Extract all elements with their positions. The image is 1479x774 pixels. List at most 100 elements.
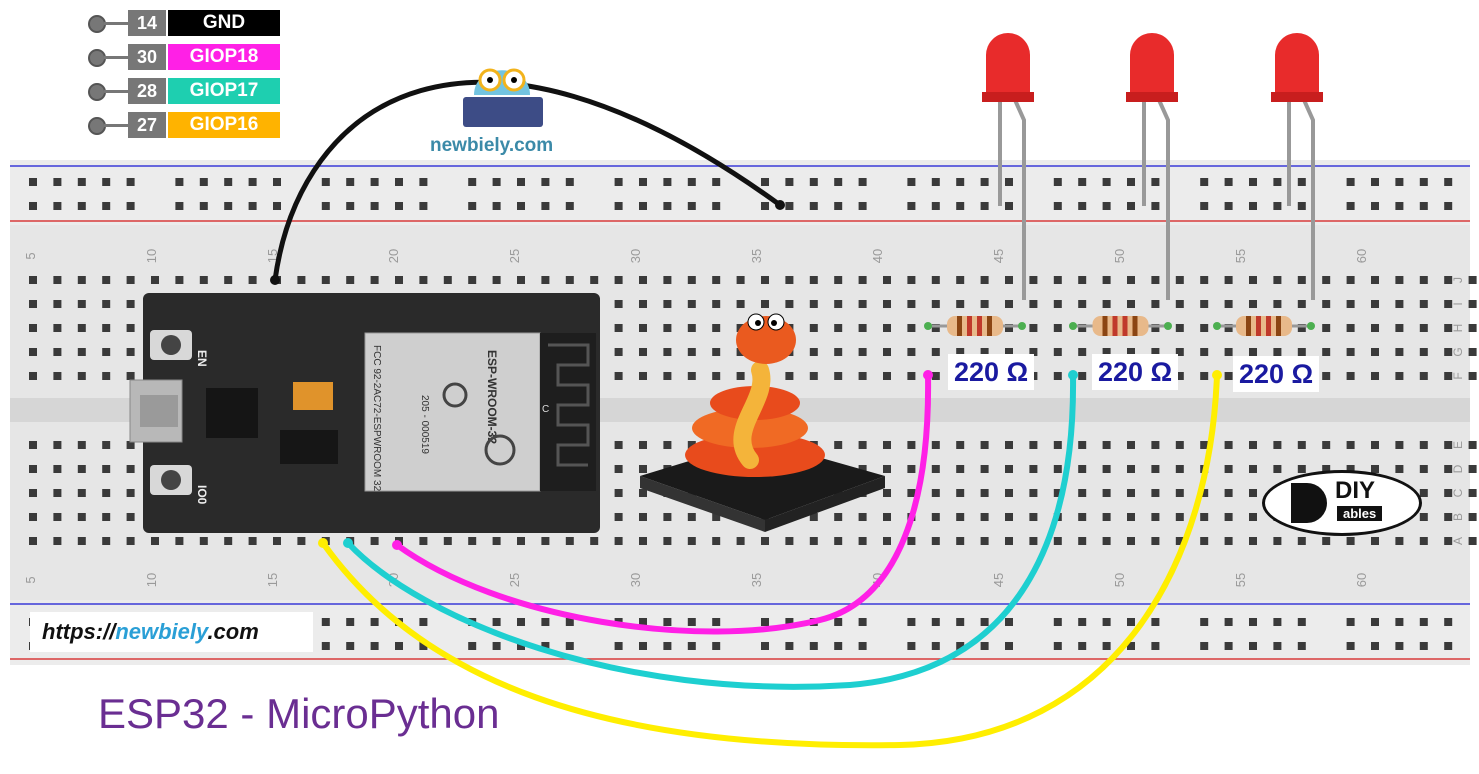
url-brand: newbiely <box>115 619 208 644</box>
ables-text: ables <box>1337 506 1383 521</box>
rail-hole <box>395 178 403 186</box>
wire-end-16-a <box>318 538 328 548</box>
breadboard-hole <box>1175 300 1184 308</box>
breadboard-hole <box>53 441 62 449</box>
breadboard-hole <box>907 489 916 497</box>
resistor-band <box>1276 316 1281 336</box>
breadboard-hole <box>858 300 867 308</box>
breadboard-hole <box>663 276 672 284</box>
breadboard-hole <box>1151 513 1160 521</box>
wroom-label: ESP-WROOM-32 <box>485 350 499 444</box>
breadboard-hole <box>1200 324 1209 332</box>
breadboard-hole <box>907 372 916 380</box>
led-rim <box>1126 92 1178 102</box>
rail-hole <box>1078 202 1087 210</box>
breadboard-hole <box>858 324 867 332</box>
breadboard-hole <box>1468 300 1477 308</box>
rail-hole <box>517 202 525 210</box>
rail-hole <box>273 202 281 210</box>
rail-hole <box>1053 178 1062 186</box>
column-number: 50 <box>1112 249 1127 263</box>
rail-hole <box>761 642 769 650</box>
breadboard-hole <box>199 276 208 284</box>
rail-hole <box>785 178 794 186</box>
breadboard-hole <box>1175 465 1184 473</box>
breadboard-hole <box>980 276 989 284</box>
breadboard-hole <box>809 348 818 356</box>
rail-hole <box>1273 178 1282 186</box>
breadboard-hole <box>1053 348 1062 356</box>
rail-hole <box>1346 202 1355 210</box>
breadboard-hole <box>663 348 672 356</box>
breadboard-hole <box>1419 441 1428 449</box>
led-rim <box>982 92 1034 102</box>
resistor-band <box>1122 316 1128 336</box>
breadboard-hole <box>1224 489 1233 497</box>
breadboard-hole <box>736 372 745 380</box>
breadboard-hole <box>1224 300 1233 308</box>
breadboard-hole <box>1249 276 1257 284</box>
rail-hole <box>712 178 721 186</box>
breadboard-hole <box>687 276 696 284</box>
breadboard-hole <box>126 324 135 332</box>
breadboard-hole <box>1078 441 1087 449</box>
fcc-label: FCC 92-2AC72-ESPWROOM 32 <box>371 345 382 492</box>
breadboard-hole <box>248 537 257 545</box>
rail-hole <box>175 178 184 186</box>
rail-hole <box>53 202 62 210</box>
breadboard-hole <box>663 372 672 380</box>
breadboard-hole <box>248 276 257 284</box>
breadboard-hole <box>590 276 599 284</box>
rail-hole <box>614 178 623 186</box>
breadboard-hole <box>1053 276 1062 284</box>
rail-hole <box>1297 178 1306 186</box>
rail-hole <box>639 202 647 210</box>
breadboard-hole <box>151 537 159 545</box>
breadboard-holes <box>29 178 1477 650</box>
breadboard-hole <box>1005 513 1013 521</box>
url-prefix: https:// <box>42 619 116 644</box>
diyables-logo: DIY ables <box>1262 470 1422 536</box>
chip-side-2 <box>765 476 885 532</box>
breadboard-hole <box>102 489 111 497</box>
rail-hole <box>907 618 916 626</box>
row-letter: B <box>1451 513 1465 521</box>
breadboard-hole <box>614 324 623 332</box>
breadboard-hole <box>1029 537 1038 545</box>
breadboard-hole <box>907 537 916 545</box>
breadboard-hole <box>834 348 843 356</box>
breadboard-hole <box>1322 372 1331 380</box>
rail-hole <box>1224 618 1233 626</box>
breadboard-hole <box>907 300 916 308</box>
breadboard-hole <box>1346 348 1355 356</box>
breadboard-hole <box>53 465 62 473</box>
rail-hole <box>1419 202 1428 210</box>
resistor-band <box>987 316 992 336</box>
rail-hole <box>541 202 550 210</box>
rail-hole <box>687 618 696 626</box>
breadboard-hole <box>1200 441 1209 449</box>
wire-end-18-a <box>392 540 402 550</box>
legend-pin-number: 27 <box>128 112 166 138</box>
rail-hole <box>1273 618 1282 626</box>
rail-hole <box>614 202 623 210</box>
rail-hole <box>907 202 916 210</box>
breadboard-hole <box>858 513 867 521</box>
breadboard-hole <box>1419 324 1428 332</box>
breadboard-hole <box>1444 372 1453 380</box>
rail-hole <box>1053 642 1062 650</box>
breadboard-hole <box>639 276 647 284</box>
rail-hole <box>419 618 428 626</box>
breadboard-hole <box>883 489 891 497</box>
rail-hole <box>956 202 965 210</box>
wire-giop18 <box>395 374 932 635</box>
breadboard-hole <box>468 537 477 545</box>
breadboard-hole <box>29 513 37 521</box>
rail-hole <box>517 642 525 650</box>
resistor-value-label: 220 Ω <box>1092 354 1179 390</box>
column-number: 35 <box>749 573 764 587</box>
led-leg-anode <box>1013 99 1026 300</box>
rail-hole <box>492 178 501 186</box>
breadboard-hole <box>102 324 111 332</box>
